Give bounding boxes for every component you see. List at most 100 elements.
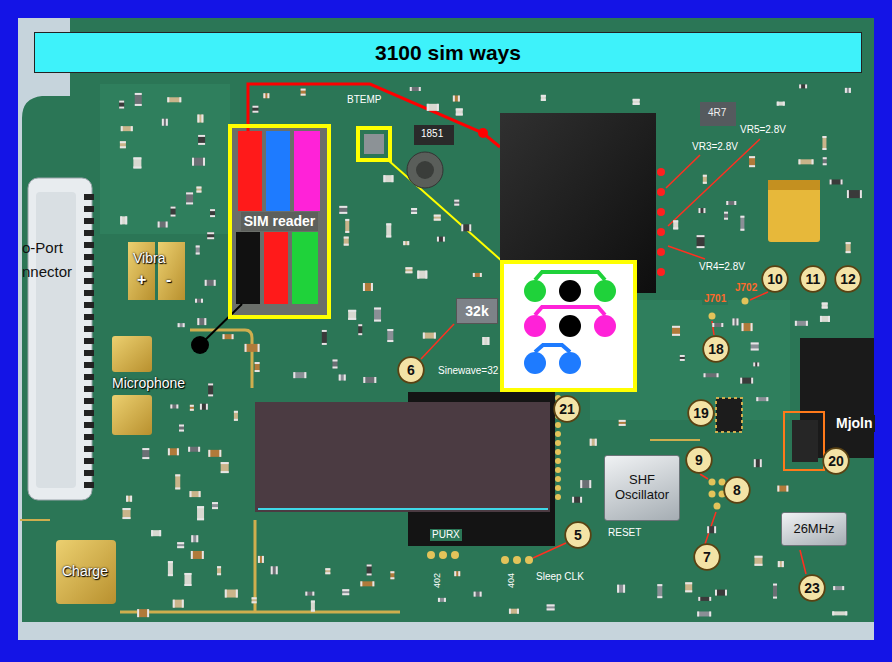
component-cap	[219, 450, 221, 457]
smd-component	[170, 404, 178, 408]
component-cap	[454, 204, 459, 206]
component-cap	[186, 202, 193, 204]
component-cap	[175, 474, 180, 476]
connector-pin	[84, 446, 94, 452]
ic-chip	[414, 125, 454, 145]
callout-number: 9	[695, 452, 703, 468]
component-cap	[742, 323, 744, 331]
test-pad	[709, 313, 716, 320]
inductor-core	[416, 161, 434, 179]
component-body	[168, 561, 173, 576]
test-pad	[742, 298, 749, 305]
callout-circle-outline	[703, 336, 729, 362]
component-body	[456, 108, 463, 115]
component-cap	[680, 355, 685, 357]
component-body	[358, 324, 362, 335]
component-cap	[252, 111, 258, 113]
board-label: J701	[702, 293, 728, 305]
component-body	[339, 206, 347, 214]
component-body	[751, 342, 759, 350]
component-cap	[342, 589, 349, 591]
sim-contact	[292, 232, 318, 304]
component-body	[417, 271, 427, 279]
smd-component	[753, 362, 759, 366]
component-body	[572, 497, 582, 503]
smd-component	[754, 556, 762, 566]
component-body	[208, 383, 213, 396]
callout-circle-outline	[724, 477, 750, 503]
connector-pin	[84, 338, 94, 344]
smd-component	[360, 581, 374, 586]
smd-component	[221, 462, 229, 473]
component-cap	[391, 175, 393, 182]
smd-component	[434, 215, 441, 221]
component-cap	[403, 241, 405, 245]
component-cap	[123, 508, 131, 510]
callout-circle: 7	[693, 543, 721, 571]
component-cap	[225, 590, 227, 598]
smd-component	[245, 344, 260, 352]
component-cap	[411, 208, 417, 210]
component-cap	[183, 323, 185, 327]
smd-component	[119, 101, 124, 109]
component-cap	[830, 179, 832, 184]
component-cap	[547, 604, 555, 606]
component-cap	[190, 405, 194, 407]
component-cap	[342, 593, 349, 595]
component-body	[541, 95, 546, 101]
component-cap	[201, 299, 203, 303]
component-body	[697, 611, 711, 616]
component-cap	[453, 95, 455, 101]
smd-component	[633, 99, 640, 105]
component-body	[192, 158, 205, 166]
component-cap	[773, 597, 777, 599]
component-cap	[348, 318, 356, 320]
smd-component	[742, 323, 753, 331]
component-cap	[236, 590, 238, 598]
smd-component	[427, 104, 439, 111]
smd-component	[799, 84, 807, 88]
callout-number: 18	[708, 341, 724, 357]
component-body	[348, 310, 356, 320]
component-body	[167, 97, 181, 102]
component-cap	[757, 362, 759, 366]
component-cap	[344, 375, 346, 381]
callout-circle: 10	[761, 265, 789, 293]
chip-cover	[255, 402, 550, 512]
callout-circle: 8	[723, 476, 751, 504]
smd-component	[619, 420, 626, 426]
smd-component	[580, 480, 591, 488]
component-cap	[135, 104, 142, 106]
smd-component	[120, 216, 127, 224]
component-cap	[456, 113, 463, 115]
callout-circle: 20	[822, 447, 850, 475]
smd-component	[572, 497, 582, 503]
callout-circle-outline	[694, 544, 720, 570]
connector-pin	[84, 326, 94, 332]
smd-component	[178, 323, 185, 327]
connector-pin	[84, 482, 94, 488]
component-cap	[740, 216, 744, 218]
smd-component	[123, 508, 131, 519]
title-text: 3100 sim ways	[375, 41, 521, 65]
smd-component	[724, 212, 728, 220]
callout-circle-outline	[686, 447, 712, 473]
component-body	[724, 212, 728, 220]
smd-component	[423, 333, 436, 339]
component-body	[225, 590, 238, 598]
board-label: Sleep CLK	[534, 571, 586, 583]
leader-line	[668, 139, 760, 226]
component-body	[437, 237, 445, 242]
callout-circle-outline	[565, 522, 591, 548]
component-cap	[372, 581, 374, 586]
test-pad	[525, 556, 533, 564]
smd-component	[311, 601, 315, 612]
component-cap	[734, 201, 736, 205]
component-cap	[469, 224, 471, 231]
component-body	[210, 209, 215, 217]
component-cap	[271, 566, 273, 574]
component-body	[195, 299, 203, 303]
component-cap	[685, 582, 692, 584]
smd-component	[263, 93, 269, 98]
component-cap	[541, 95, 546, 97]
